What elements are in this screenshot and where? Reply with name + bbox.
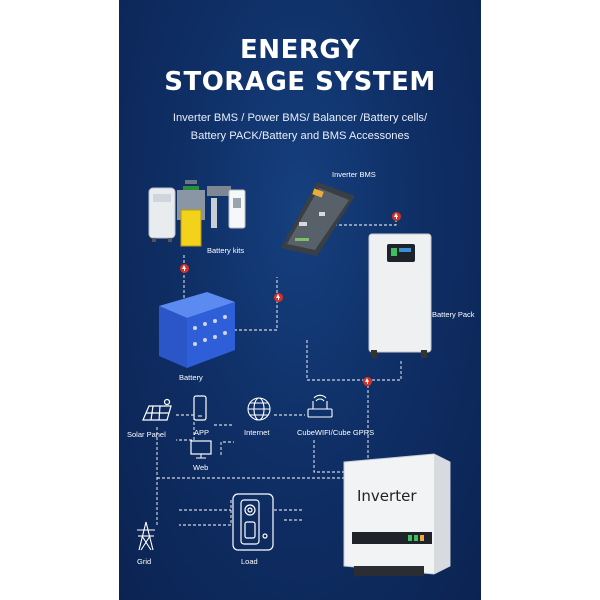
inverter-image — [343, 453, 451, 576]
arrow-pack — [392, 212, 401, 221]
subtitle-line-1: Inverter BMS / Power BMS/ Balancer /Batt… — [172, 112, 428, 124]
inverter-label: Inverter — [357, 487, 417, 505]
cube-label: CubeWIFI/Cube GPRS — [297, 428, 375, 437]
grid-tower-icon — [137, 521, 155, 551]
solar-panel-label: Solar Panel — [127, 430, 166, 439]
router-icon — [307, 394, 333, 418]
title-line-2: STORAGE SYSTEM — [164, 67, 436, 97]
title-line-1: ENERGY — [240, 35, 360, 65]
load-label: Load — [241, 557, 258, 566]
inverter-bms-image — [281, 182, 355, 256]
battery-pack-image — [368, 233, 432, 358]
globe-icon — [247, 397, 271, 421]
connection-lines — [156, 215, 449, 526]
arrow-kits — [180, 264, 189, 273]
load-meter-icon — [232, 493, 274, 551]
battery-label: Battery — [179, 373, 203, 382]
monitor-icon — [190, 440, 212, 459]
arrow-inverter — [363, 377, 372, 386]
internet-label: Internet — [244, 428, 270, 437]
inverter-bms-label: Inverter BMS — [332, 170, 376, 179]
battery-kits-label: Battery kits — [207, 246, 245, 255]
poster: ENERGY STORAGE SYSTEM Inverter BMS / Pow… — [119, 0, 481, 600]
battery-pack-label: Battery Pack — [432, 310, 475, 319]
subtitle-line-2: Battery PACK/Battery and BMS Accessones — [190, 130, 410, 142]
battery-image — [159, 292, 235, 368]
arrow-bms — [274, 293, 283, 302]
phone-icon — [193, 395, 207, 421]
web-label: Web — [193, 463, 209, 472]
solar-panel-icon — [142, 398, 172, 421]
grid-label: Grid — [137, 557, 152, 566]
app-label: APP — [194, 428, 210, 437]
battery-kits-image — [148, 180, 246, 247]
